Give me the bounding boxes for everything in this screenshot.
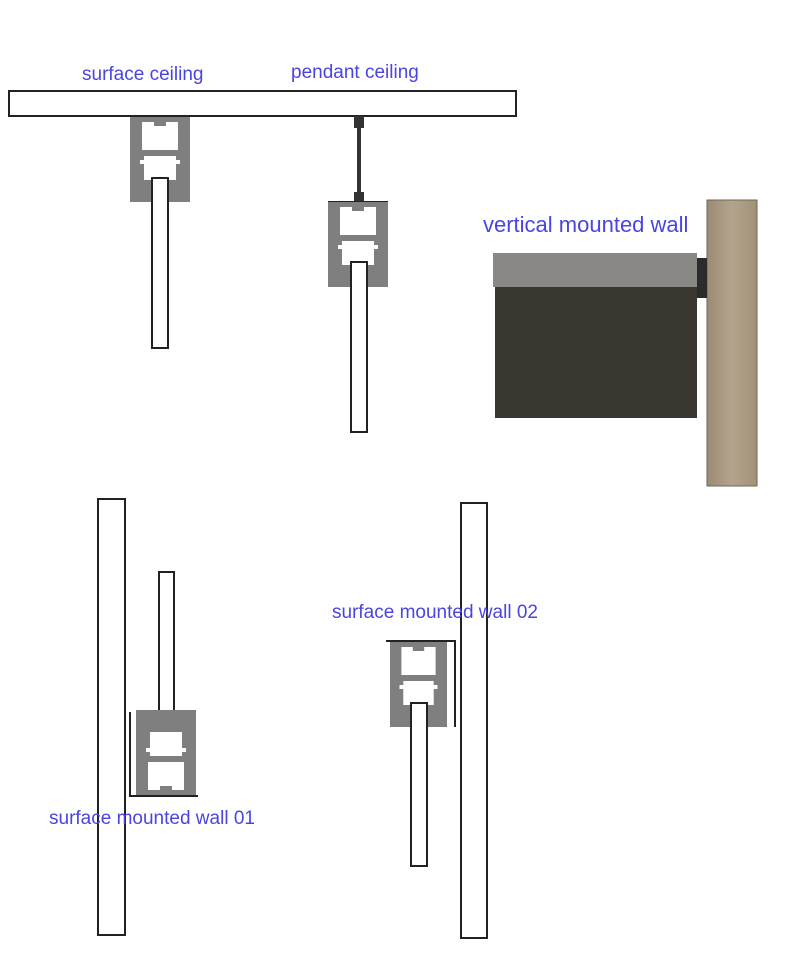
ceiling-bar: [8, 90, 517, 117]
surface-ceiling-fixture: [129, 115, 191, 349]
label-pendant-ceiling: pendant ceiling: [291, 62, 419, 83]
surface-mounted-wall-01-fixture: [97, 498, 198, 936]
label-surface-ceiling: surface ceiling: [82, 64, 204, 85]
vertical-mounted-wall-fixture: [493, 199, 758, 487]
label-vertical-mounted-wall: vertical mounted wall: [483, 212, 689, 237]
pendant-ceiling-fixture: [327, 116, 389, 433]
surface-mounted-wall-02-fixture: [386, 502, 488, 939]
label-surface-mounted-wall-01: surface mounted wall 01: [49, 808, 255, 829]
label-surface-mounted-wall-02: surface mounted wall 02: [332, 602, 538, 623]
